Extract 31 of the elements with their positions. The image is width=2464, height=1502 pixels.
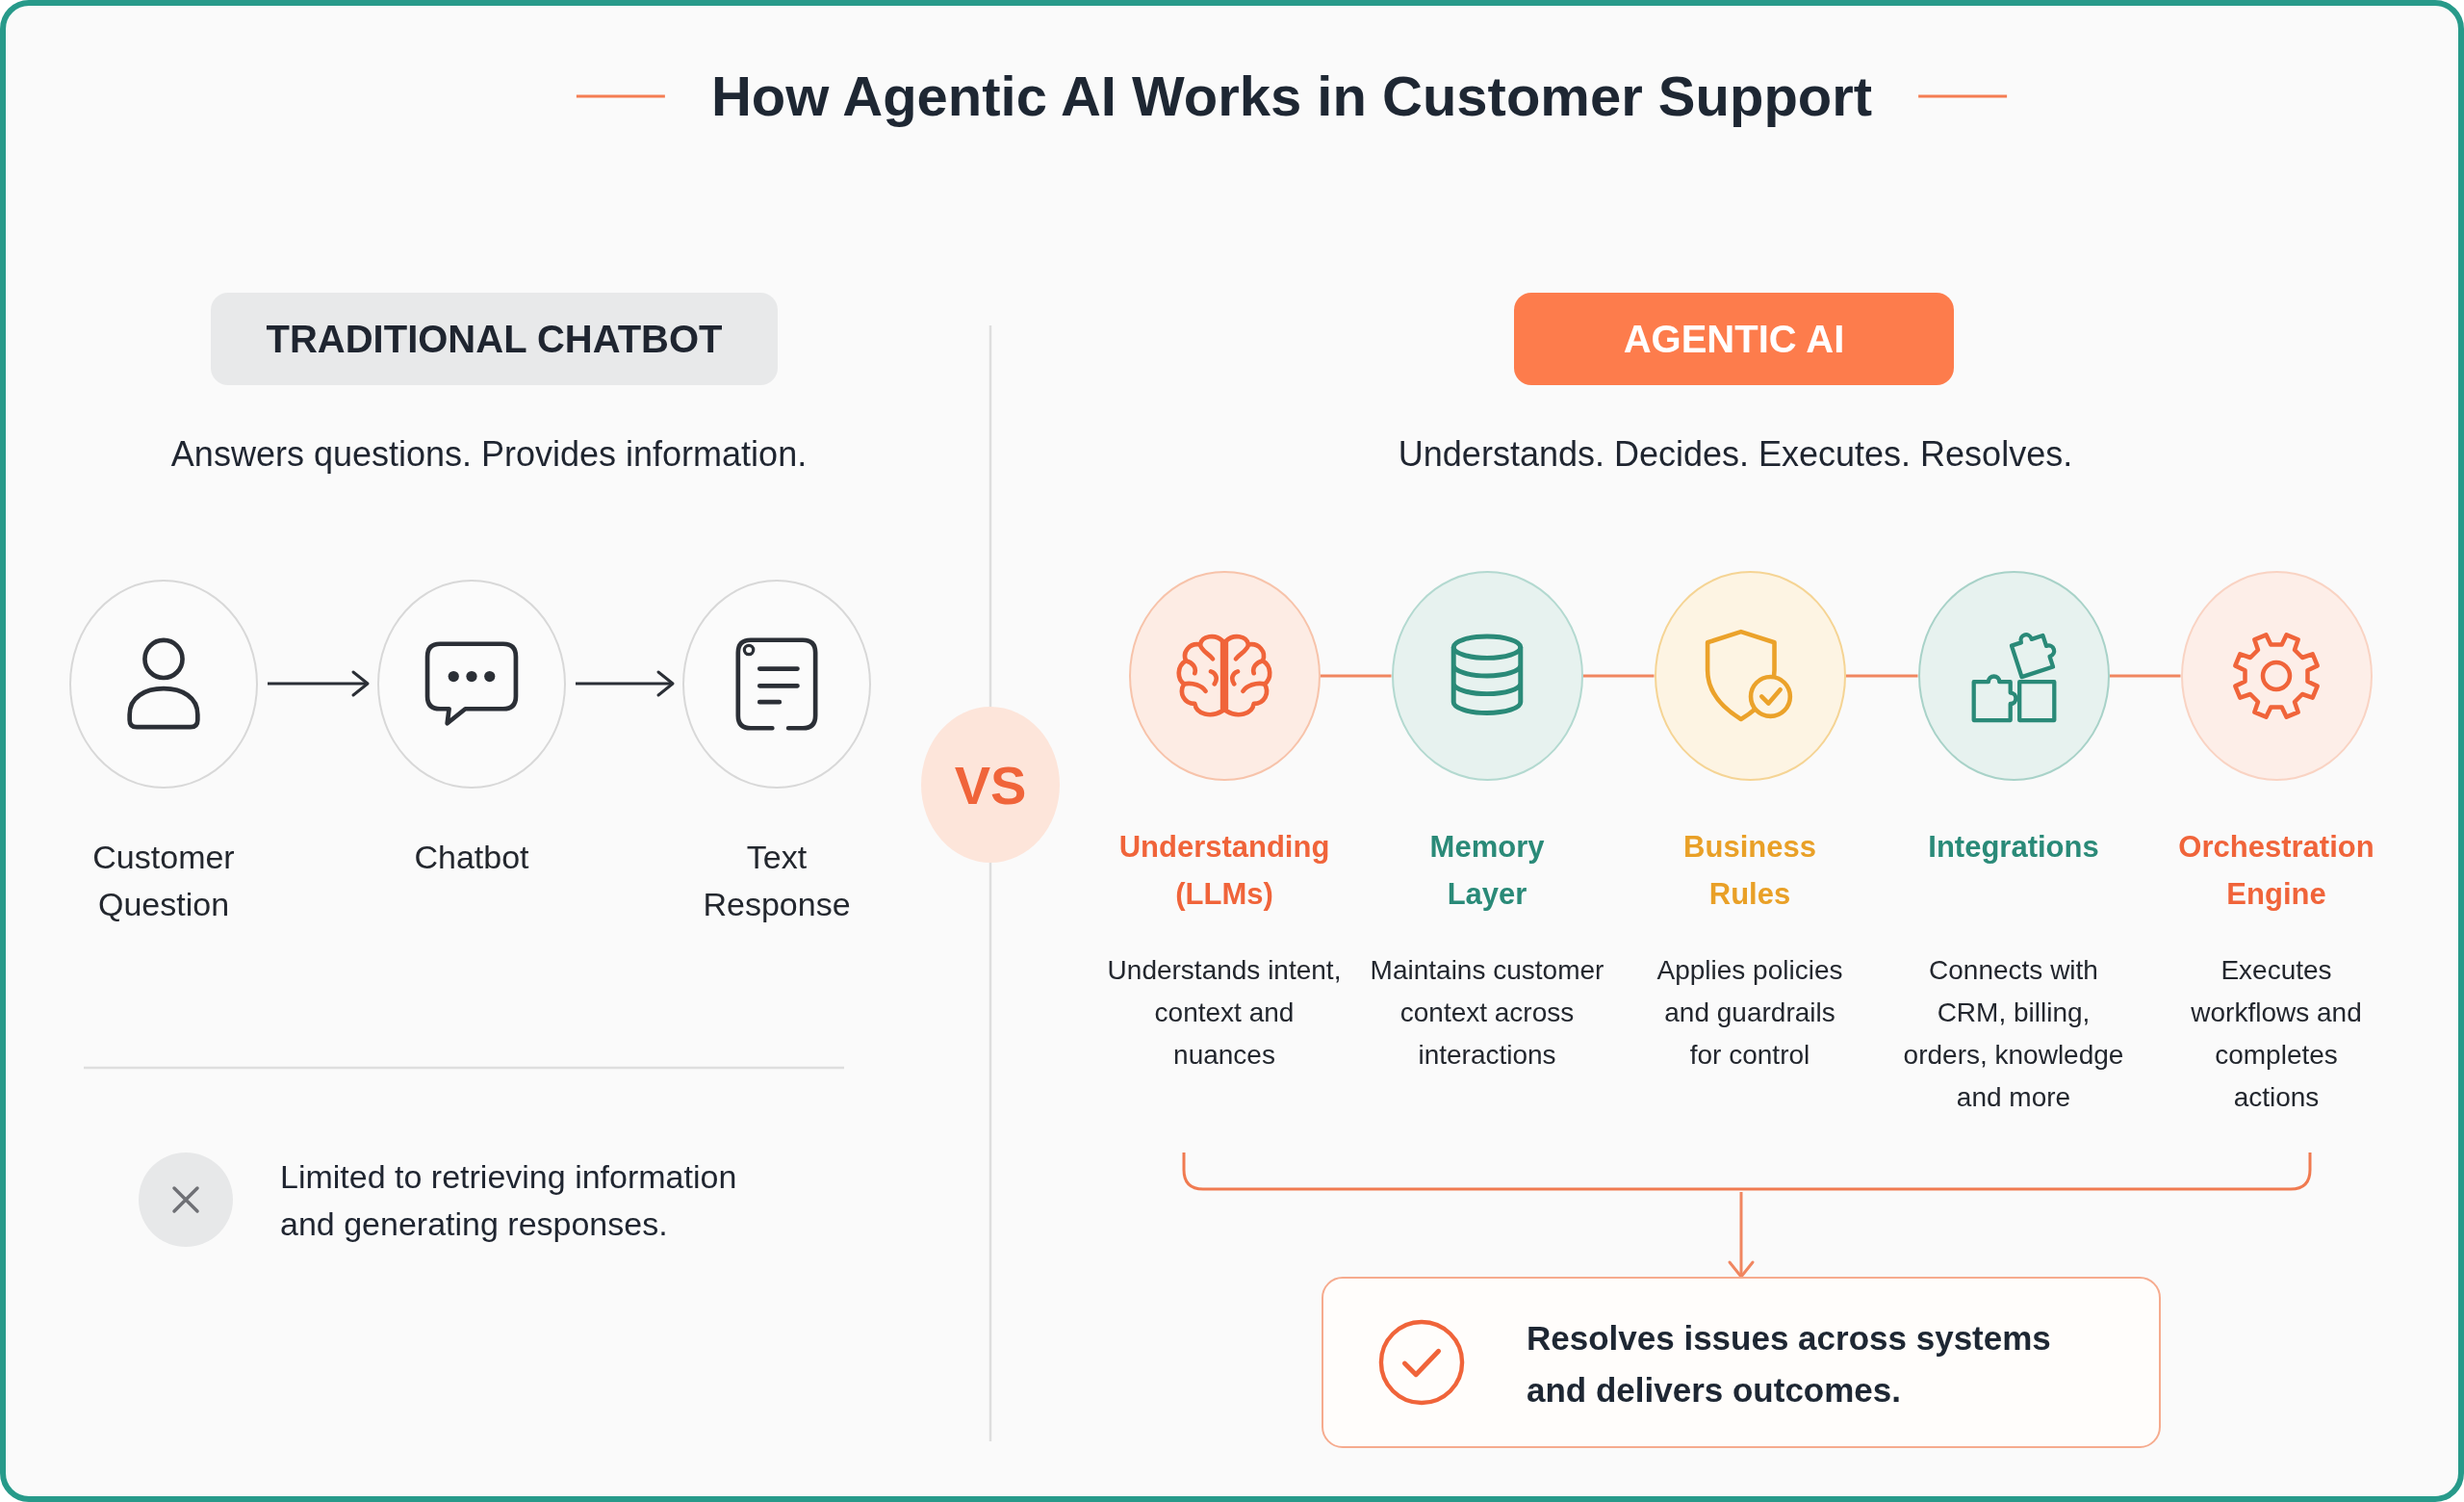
step-label: Customer Question — [91, 838, 236, 924]
step-label: Text Response — [702, 838, 852, 924]
arrow — [268, 670, 370, 697]
arrow — [576, 670, 675, 697]
limitation-text: Limited to retrieving information and generating responses. — [280, 1157, 738, 1244]
step-description: Understands intent, context and nuances — [1106, 954, 1343, 1072]
step-description: Applies policies and guardrails for control — [1656, 954, 1844, 1072]
section-badge — [1514, 293, 1954, 385]
step-label: Chatbot — [413, 838, 530, 877]
outcome-panel — [1322, 1277, 2161, 1448]
connector-line — [1320, 674, 1392, 678]
connector-line — [2109, 674, 2181, 678]
step-title: Understanding (LLMs) — [1117, 829, 1331, 913]
section-heading: AGENTIC AI — [1623, 317, 1845, 361]
outcome-text: Resolves issues across systems and delivers outcomes. — [1527, 1318, 2052, 1411]
step-title: Orchestration Engine — [2177, 829, 2375, 913]
arrow — [1728, 1192, 1755, 1279]
section-heading: TRADITIONAL CHATBOT — [266, 317, 723, 361]
step-description: Connects with CRM, billing, orders, knowledge and more — [1902, 954, 2125, 1114]
step-title: Integrations — [1927, 829, 2100, 866]
step-description: Executes workflows and completes actions — [2190, 954, 2363, 1114]
subtitle: Understands. Decides. Executes. Resolves. — [1397, 433, 2074, 476]
subtitle: Answers questions. Provides information. — [169, 433, 808, 476]
connector-line — [1582, 674, 1655, 678]
step-title: Business Rules — [1682, 829, 1817, 913]
vs-label: VS — [954, 753, 1027, 816]
step-title: Memory Layer — [1428, 829, 1546, 913]
bracket — [1182, 1151, 2312, 1192]
connector-line — [1845, 674, 1918, 678]
title: How Agentic AI Works in Customer Support — [710, 64, 1873, 129]
step-description: Maintains customer context across interactions — [1369, 954, 1605, 1072]
